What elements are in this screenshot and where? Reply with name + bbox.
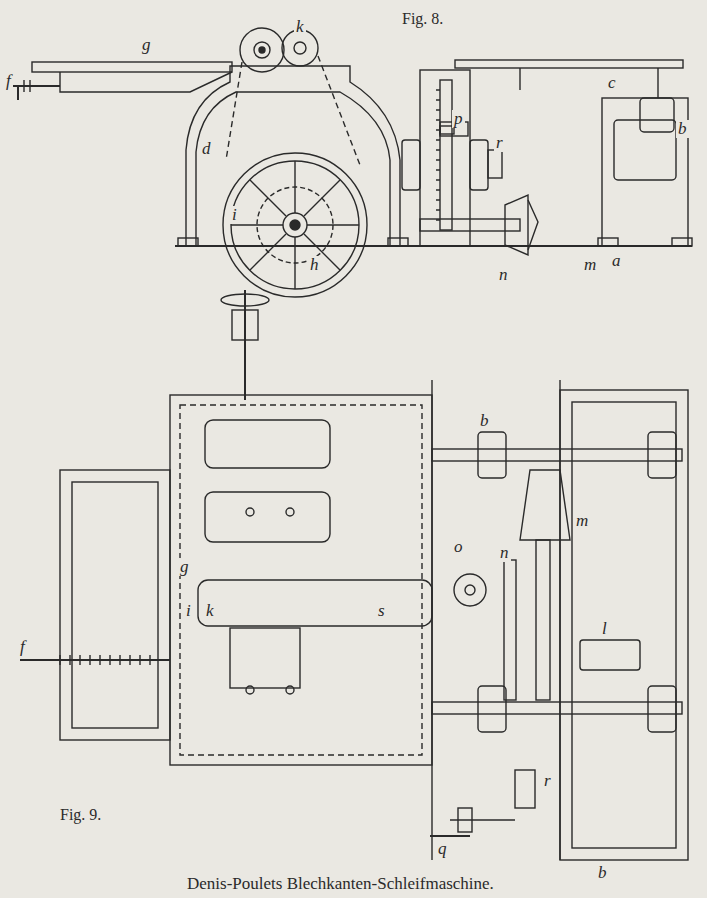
part-letter: p [452, 110, 465, 128]
part-letter: d [200, 140, 213, 158]
part-letter: b [596, 864, 609, 882]
part-letter: m [574, 512, 590, 530]
plan-view [20, 290, 688, 860]
part-letter: c [606, 74, 618, 92]
part-letter: l [600, 620, 609, 638]
part-letter: r [494, 134, 505, 152]
part-letter: b [676, 120, 689, 138]
part-letter: s [376, 602, 387, 620]
part-letter: q [436, 840, 449, 858]
part-letter: r [542, 772, 553, 790]
part-letter: k [294, 18, 306, 36]
part-letter: k [204, 602, 216, 620]
part-letter: f [4, 72, 13, 90]
part-letter: n [498, 544, 511, 562]
part-letter: g [140, 36, 153, 54]
part-letter: n [497, 266, 510, 284]
figure-number: Fig. 8. [400, 10, 445, 28]
part-letter: f [18, 638, 27, 656]
part-letter: g [178, 558, 191, 576]
part-letter: b [478, 412, 491, 430]
figure-number: Fig. 9. [58, 806, 103, 824]
part-letter: h [308, 256, 321, 274]
part-letter: o [452, 538, 465, 556]
part-letter: i [230, 206, 239, 224]
elevation-view [8, 28, 692, 297]
part-letter: a [610, 252, 623, 270]
figure-caption: Denis-Poulets Blechkanten-Schleifmaschin… [187, 874, 494, 894]
part-letter: i [184, 602, 193, 620]
part-letter: m [582, 256, 598, 274]
